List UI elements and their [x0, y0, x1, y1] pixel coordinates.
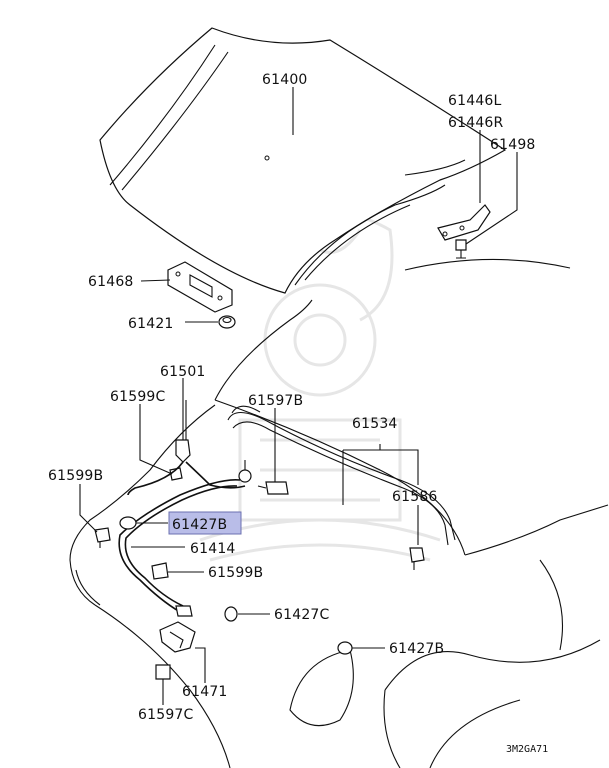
part-labels: 61400 61446L 61446R 61498 61468 61421 61…	[48, 72, 548, 755]
grommet-61427B-lower	[337, 641, 353, 655]
highlight-box	[168, 511, 242, 535]
label-61599C[interactable]: 61599C	[110, 389, 166, 405]
clip-61599B-lower	[151, 562, 169, 580]
label-61427C[interactable]: 61427C	[274, 607, 330, 623]
label-61414[interactable]: 61414	[190, 541, 236, 557]
label-61446R[interactable]: 61446R	[448, 115, 504, 131]
label-61471[interactable]: 61471	[182, 684, 228, 700]
label-61421[interactable]: 61421	[128, 316, 174, 332]
bolt-61597B	[257, 481, 289, 495]
hood-latch-61471	[159, 605, 196, 653]
bumper-61421	[218, 315, 236, 329]
clip-61586	[409, 547, 425, 570]
label-61427B-highlighted[interactable]: 61427B	[172, 517, 227, 533]
grommet-61427C	[224, 606, 238, 622]
leader-lines	[79, 87, 518, 705]
bolt-61597C	[155, 664, 171, 690]
label-61400[interactable]: 61400	[262, 72, 308, 88]
cable-61414	[118, 460, 252, 613]
label-61586[interactable]: 61586	[392, 489, 438, 505]
label-61468[interactable]: 61468	[88, 274, 134, 290]
hood-lock-61468	[167, 261, 233, 313]
drawing-code: 3M2GA71	[506, 744, 548, 755]
label-61498[interactable]: 61498	[490, 137, 536, 153]
bolt-61498	[455, 239, 467, 259]
label-61599B-left[interactable]: 61599B	[48, 468, 103, 484]
hood-panel	[99, 27, 507, 294]
label-61501[interactable]: 61501	[160, 364, 206, 380]
label-61597B[interactable]: 61597B	[248, 393, 303, 409]
car-body	[69, 258, 609, 768]
release-handle-61501	[175, 400, 191, 463]
hood-hinge-61446	[437, 204, 491, 241]
label-61427B-lower[interactable]: 61427B	[389, 641, 444, 657]
clip-61599B-left	[94, 527, 111, 548]
label-61446L[interactable]: 61446L	[448, 93, 502, 109]
label-61534[interactable]: 61534	[352, 416, 398, 432]
weatherstrip-61534	[227, 405, 456, 546]
label-61599B-lower[interactable]: 61599B	[208, 565, 263, 581]
label-61597C[interactable]: 61597C	[138, 707, 194, 723]
